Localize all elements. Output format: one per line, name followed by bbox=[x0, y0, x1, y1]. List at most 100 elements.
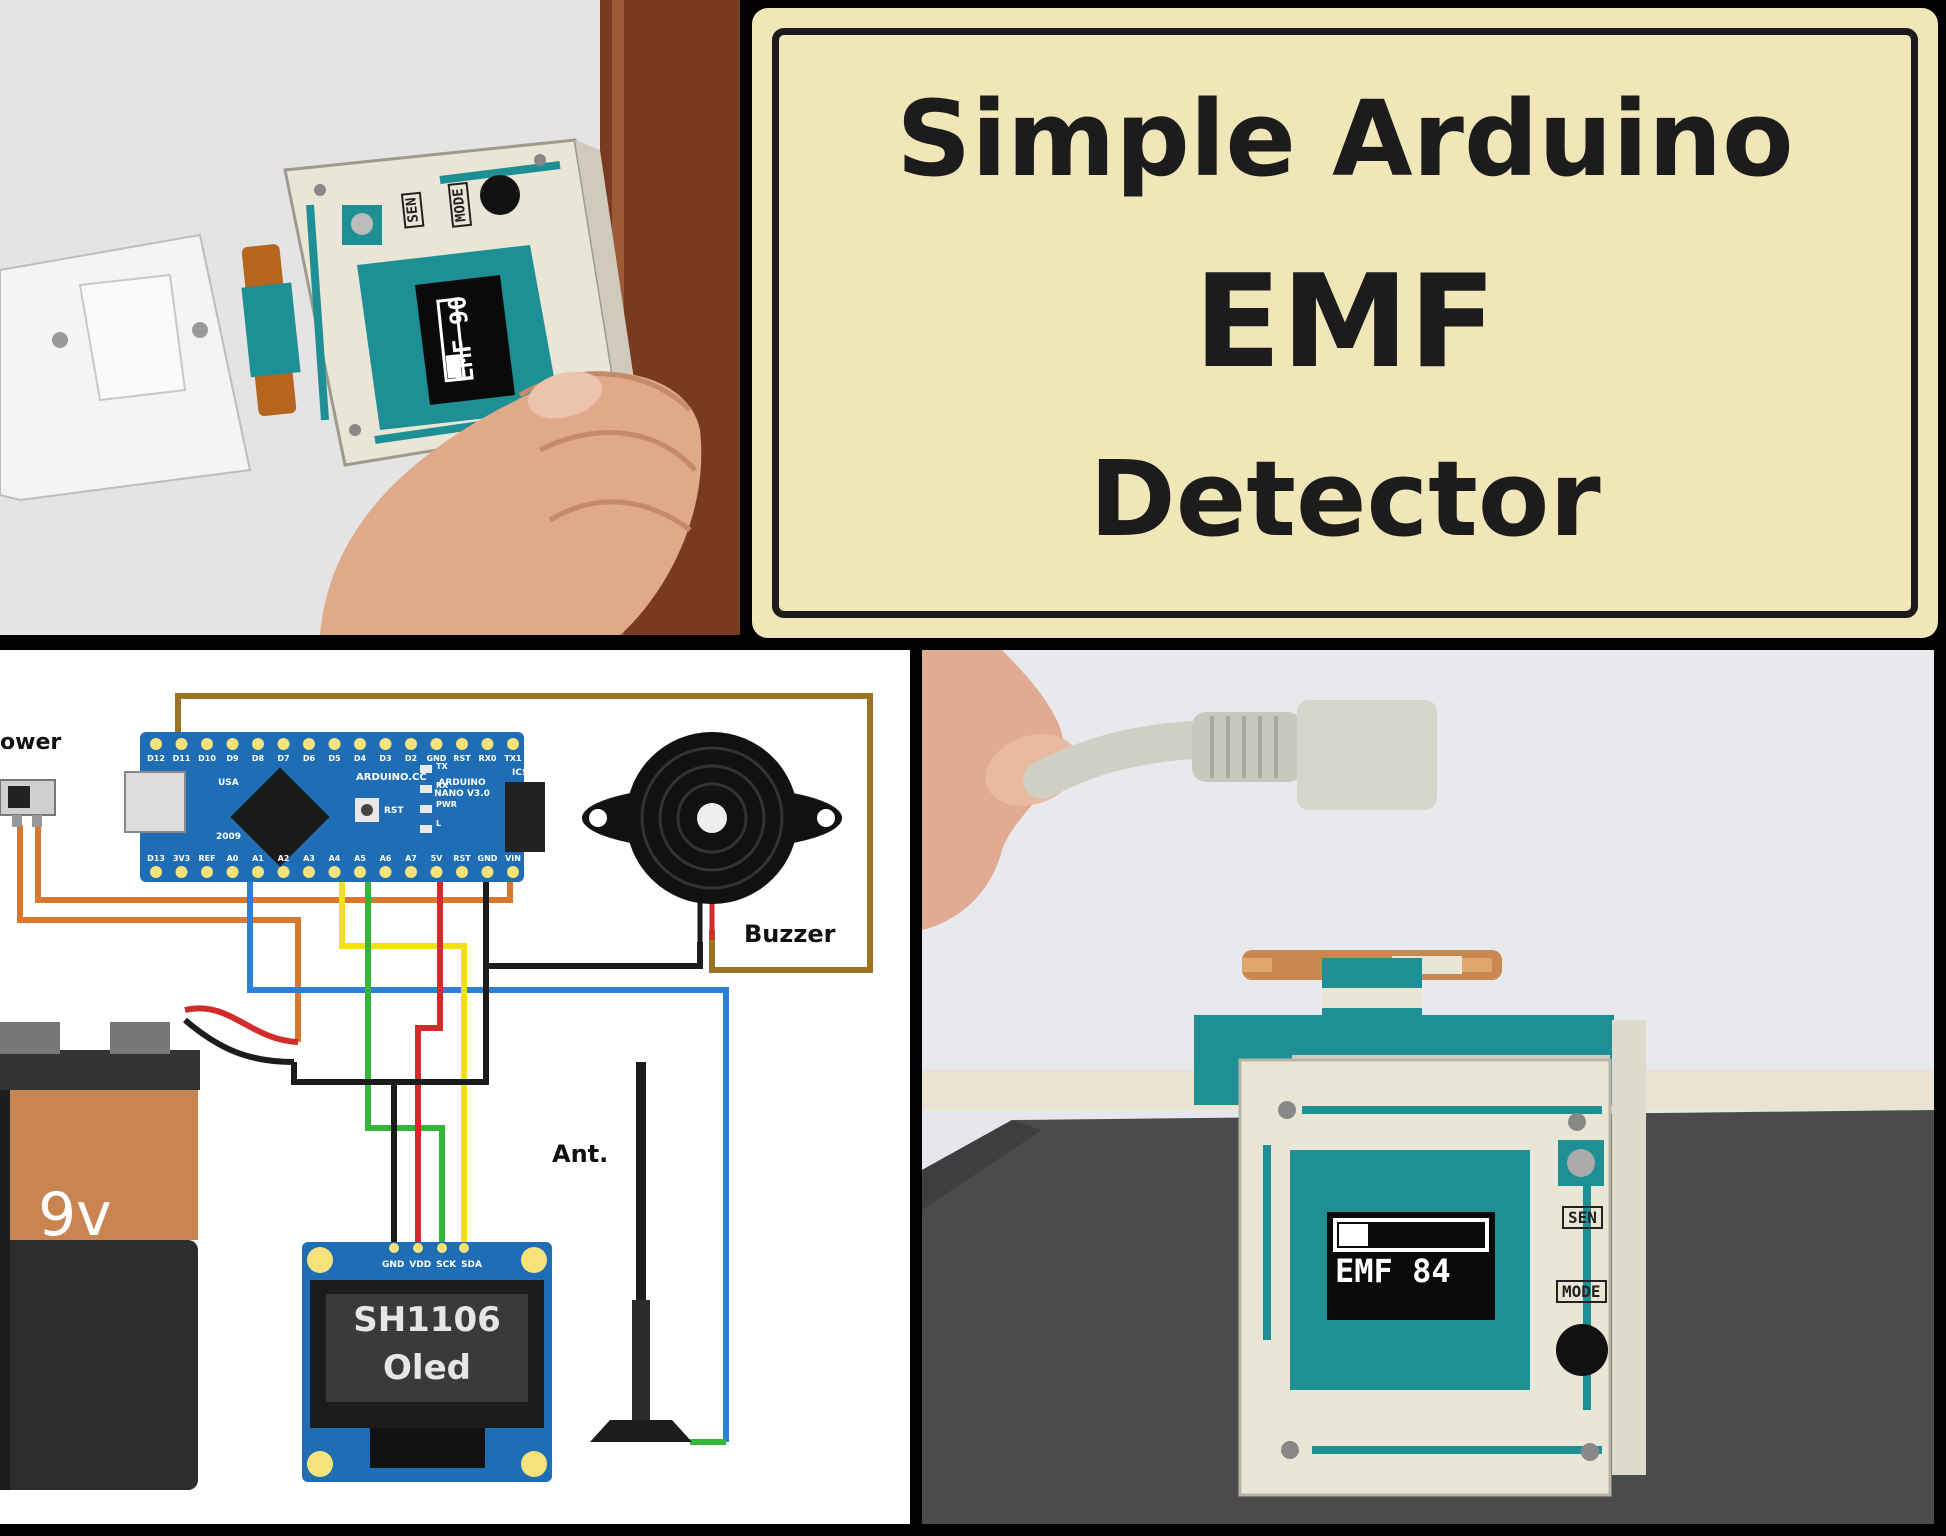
power-switch bbox=[0, 779, 56, 827]
nano-pin-label-tx1: TX1 bbox=[504, 754, 522, 763]
oled-label-line2: Oled bbox=[383, 1348, 471, 1388]
buzzer-label: Buzzer bbox=[744, 920, 836, 948]
nano-pin-label-d2: D2 bbox=[405, 754, 417, 763]
battery-9v bbox=[0, 1022, 200, 1490]
title-line-1: Simple Arduino bbox=[896, 78, 1794, 200]
device-bottom-sen-label: SEN bbox=[1562, 1206, 1603, 1229]
device-bottom-mode-label: MODE bbox=[1556, 1280, 1607, 1303]
photo-device-near-cable: SEN MODE EMF 84 bbox=[922, 650, 1934, 1524]
nano-year: 2009 bbox=[216, 832, 242, 842]
nano-icsp: ICSP bbox=[512, 768, 536, 778]
nano-rst: RST bbox=[384, 806, 404, 816]
nano-pin-d6 bbox=[303, 738, 315, 750]
arduino-nano-board bbox=[124, 732, 545, 882]
nano-pin-d11 bbox=[175, 738, 188, 750]
oled-module bbox=[302, 1242, 552, 1482]
nano-pin-rx0 bbox=[481, 738, 494, 750]
nano-pin-label-a4: A4 bbox=[329, 854, 341, 863]
nano-pin-a7 bbox=[405, 866, 417, 878]
nano-pin-label-3v3: 3V3 bbox=[173, 854, 190, 863]
nano-pin-label-a0: A0 bbox=[227, 854, 239, 863]
nano-pin-d13 bbox=[150, 866, 162, 878]
nano-pin-d12 bbox=[150, 738, 162, 750]
nano-pin-label-d6: D6 bbox=[303, 754, 316, 763]
nano-led-pwr: PWR bbox=[436, 800, 457, 809]
nano-pin-tx1 bbox=[507, 738, 519, 750]
nano-pin-d9 bbox=[226, 738, 239, 750]
photo-device-at-switch: SEN MODE EMF 90 bbox=[0, 0, 740, 635]
nano-pin-label-rst: RST bbox=[453, 854, 471, 863]
oled-pin-sck: SCK bbox=[436, 1260, 457, 1270]
nano-pin-a6 bbox=[379, 866, 392, 878]
nano-pin-5v bbox=[430, 866, 443, 878]
title-line-2: EMF bbox=[1193, 248, 1497, 397]
nano-pin-label-a2: A2 bbox=[278, 854, 290, 863]
nano-led-tx: TX bbox=[436, 762, 448, 771]
antenna-label: Ant. bbox=[552, 1140, 609, 1168]
title-card: Simple Arduino EMF Detector bbox=[752, 8, 1938, 638]
buzzer bbox=[582, 732, 842, 904]
nano-pin-label-d12: D12 bbox=[147, 754, 165, 763]
nano-pin-d8 bbox=[252, 738, 264, 750]
oled-pin-sda: SDA bbox=[461, 1260, 482, 1270]
nano-pin-label-d5: D5 bbox=[328, 754, 341, 763]
nano-pin-label-d4: D4 bbox=[354, 754, 367, 763]
nano-pin-label-a7: A7 bbox=[405, 854, 417, 863]
nano-pin-a4 bbox=[328, 866, 341, 878]
nano-pin-gnd bbox=[481, 866, 494, 878]
nano-pin-d10 bbox=[201, 738, 213, 750]
nano-pin-label-a5: A5 bbox=[354, 854, 366, 863]
nano-pin-d7 bbox=[277, 738, 290, 750]
nano-pin-label-a1: A1 bbox=[252, 854, 264, 863]
nano-name: ARDUINO NANO V3.0 bbox=[434, 778, 490, 799]
nano-pin-label-vin: VIN bbox=[505, 854, 521, 863]
nano-pin-ref bbox=[201, 866, 213, 878]
photo-device-at-switch-illustration bbox=[0, 0, 740, 635]
nano-pin-3v3 bbox=[175, 866, 188, 878]
nano-pin-label-d3: D3 bbox=[379, 754, 391, 763]
nano-pin-label-a6: A6 bbox=[380, 854, 392, 863]
title-card-border bbox=[772, 28, 1918, 618]
oled-pin-vdd: VDD bbox=[409, 1260, 432, 1270]
power-label: ower bbox=[0, 730, 62, 755]
nano-pin-a0 bbox=[226, 866, 239, 878]
nano-pin-label-d8: D8 bbox=[252, 754, 265, 763]
nano-pin-vin bbox=[507, 866, 519, 878]
nano-pin-d5 bbox=[328, 738, 341, 750]
oled-label-line1: SH1106 bbox=[353, 1300, 501, 1340]
nano-pin-a3 bbox=[303, 866, 315, 878]
nano-pin-d4 bbox=[354, 738, 366, 750]
nano-pin-a5 bbox=[354, 866, 366, 878]
nano-pin-label-a3: A3 bbox=[303, 854, 315, 863]
nano-pin-label-d10: D10 bbox=[198, 754, 216, 763]
nano-pin-a2 bbox=[277, 866, 290, 878]
nano-pin-d3 bbox=[379, 738, 392, 750]
nano-pin-label-gnd: GND bbox=[478, 854, 498, 863]
nano-pin-label-5v: 5V bbox=[431, 854, 444, 863]
nano-pin-label-gnd: GND bbox=[427, 754, 447, 763]
device-bottom-screen-text: EMF 84 bbox=[1335, 1252, 1451, 1290]
nano-usa: USA bbox=[218, 778, 239, 788]
nano-pin-gnd bbox=[430, 738, 443, 750]
wall-switch bbox=[0, 233, 252, 502]
oled-pin-gnd: GND bbox=[382, 1260, 405, 1270]
nano-brand: ARDUINO.CC bbox=[356, 772, 427, 783]
photo-device-near-cable-illustration bbox=[922, 650, 1934, 1524]
nano-pin-label-rst: RST bbox=[453, 754, 471, 763]
nano-pin-d2 bbox=[405, 738, 417, 750]
nano-pin-label-d11: D11 bbox=[173, 754, 191, 763]
nano-pin-label-d9: D9 bbox=[226, 754, 239, 763]
nano-pin-rst bbox=[456, 866, 468, 878]
emf-device-bottom bbox=[1194, 950, 1646, 1497]
nano-led-labels: TX RX PWR L bbox=[436, 762, 457, 828]
device-top-sen-label: SEN bbox=[400, 191, 425, 229]
nano-pin-label-d7: D7 bbox=[277, 754, 289, 763]
nano-pin-rst bbox=[456, 738, 468, 750]
antenna bbox=[590, 1062, 692, 1442]
nano-pin-label-ref: REF bbox=[198, 854, 215, 863]
nano-pin-a1 bbox=[252, 866, 264, 878]
